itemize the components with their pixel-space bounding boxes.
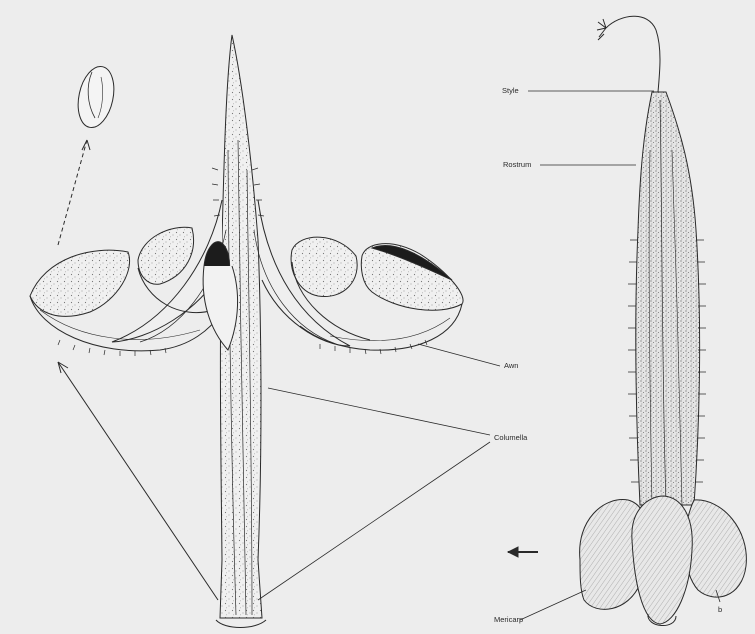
columella-leader-lower xyxy=(258,442,490,600)
direction-arrow xyxy=(508,547,538,557)
label-mericarp: Mericarp xyxy=(494,616,523,624)
label-columella: Columella xyxy=(494,434,527,442)
label-awn: Awn xyxy=(504,362,518,370)
rostrum-body xyxy=(636,92,700,505)
style-and-stigma xyxy=(597,16,660,92)
columella-leader-upper xyxy=(268,388,490,435)
right-fruit-drawing xyxy=(508,16,746,625)
label-rostrum: Rostrum xyxy=(503,161,531,169)
mericarp-leader xyxy=(520,590,586,620)
label-b: b xyxy=(718,606,722,614)
mericarp-arrow xyxy=(58,362,218,600)
seed xyxy=(73,63,119,131)
label-style: Style xyxy=(502,87,519,95)
left-fruit-drawing xyxy=(30,35,463,628)
seed-arrow xyxy=(58,140,90,245)
awn-leader xyxy=(418,344,500,366)
